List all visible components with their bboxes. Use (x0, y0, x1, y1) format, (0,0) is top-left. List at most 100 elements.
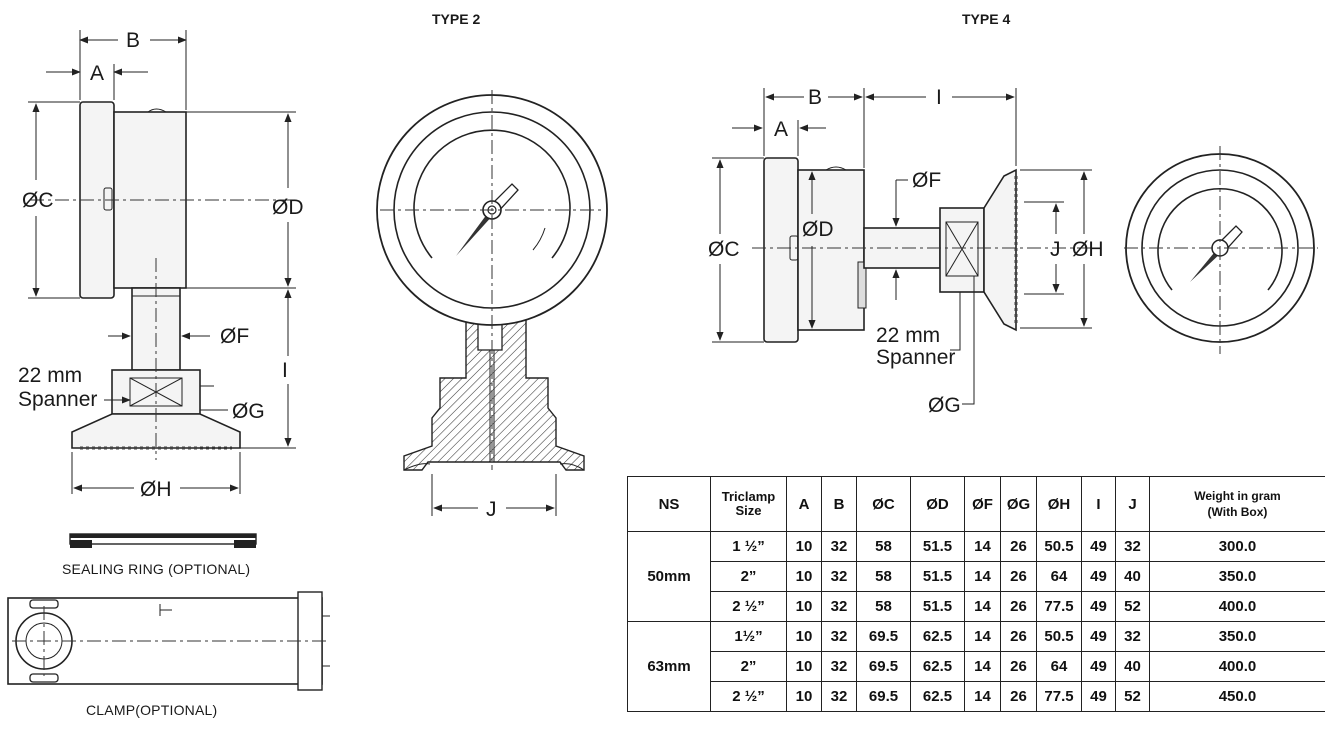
f-cell: 14 (964, 531, 1001, 562)
size-cell: 2 ½” (710, 681, 787, 712)
weight-cell: 350.0 (1149, 621, 1325, 652)
f-cell: 14 (964, 651, 1001, 682)
c-cell: 69.5 (856, 681, 911, 712)
g-cell: 26 (1000, 561, 1037, 592)
sealing-ring-caption: SEALING RING (OPTIONAL) (62, 561, 250, 577)
type2-dim-j-label: J (486, 498, 497, 521)
type4-heading: TYPE 4 (962, 11, 1010, 27)
type4-dim-d-label: ØD (802, 218, 834, 241)
type4-dim-i-label: I (936, 86, 942, 109)
type4-case (797, 169, 865, 331)
j-cell: 32 (1115, 621, 1150, 652)
g-cell: 26 (1000, 591, 1037, 622)
weight-cell: 400.0 (1149, 651, 1325, 682)
header-weight: Weight in gram (With Box) (1149, 476, 1325, 532)
weight-cell: 450.0 (1149, 681, 1325, 712)
i-cell: 49 (1081, 561, 1116, 592)
table-row: 63mm 1½” 10 32 69.5 62.5 14 26 50.5 49 3… (627, 621, 1325, 712)
dim-f-label: ØF (220, 325, 249, 348)
sealing-ring-drawing (69, 533, 257, 548)
j-cell: 52 (1115, 591, 1150, 622)
j-cell: 52 (1115, 681, 1150, 712)
type4-flange (983, 168, 1017, 332)
f-cell: 14 (964, 561, 1001, 592)
i-cell: 49 (1081, 591, 1116, 622)
i-cell: 49 (1081, 681, 1116, 712)
header-ns: NS (627, 476, 711, 532)
header-h: ØH (1036, 476, 1082, 532)
size-cell: 1 ½” (710, 531, 787, 562)
clamp-drawing (7, 591, 330, 691)
i-cell: 49 (1081, 531, 1116, 562)
dim-h-label: ØH (140, 478, 172, 501)
type4-side-view: B A I ØC ØD ØF J (708, 86, 1104, 417)
c-cell: 58 (856, 531, 911, 562)
header-i: I (1081, 476, 1116, 532)
type4-spanner-hex (939, 207, 985, 293)
clamp-caption: CLAMP(OPTIONAL) (86, 702, 217, 718)
g-cell: 26 (1000, 621, 1037, 652)
c-cell: 58 (856, 591, 911, 622)
dim-a-label: A (90, 62, 104, 85)
type4-dim-a-label: A (774, 118, 788, 141)
b-cell: 32 (821, 681, 857, 712)
weight-cell: 400.0 (1149, 591, 1325, 622)
d-cell: 62.5 (910, 621, 965, 652)
a-cell: 10 (786, 621, 822, 652)
a-cell: 10 (786, 591, 822, 622)
header-weight-line2: (With Box) (1207, 505, 1268, 519)
header-a: A (786, 476, 822, 532)
spanner-label-line1: 22 mm (18, 364, 82, 387)
type4-spanner-line2: Spanner (876, 346, 955, 369)
spec-table: NS Triclamp Size A B ØC ØD ØF ØG ØH I J … (627, 476, 1325, 712)
type4-bezel (763, 157, 799, 343)
d-cell: 62.5 (910, 651, 965, 682)
j-cell: 32 (1115, 531, 1150, 562)
i-cell: 49 (1081, 621, 1116, 652)
d-cell: 51.5 (910, 561, 965, 592)
b-cell: 32 (821, 651, 857, 682)
size-cell: 1½” (710, 621, 787, 652)
type4-dim-f-label: ØF (912, 169, 941, 192)
h-cell: 77.5 (1036, 591, 1082, 622)
weight-cell: 300.0 (1149, 531, 1325, 562)
type4-dim-j-label: J (1050, 238, 1061, 261)
type4-dim-b-label: B (808, 86, 822, 109)
header-j: J (1115, 476, 1150, 532)
b-cell: 32 (821, 591, 857, 622)
i-cell: 49 (1081, 651, 1116, 682)
a-cell: 10 (786, 651, 822, 682)
spanner-label-line2: Spanner (18, 388, 97, 411)
g-cell: 26 (1000, 531, 1037, 562)
d-cell: 51.5 (910, 591, 965, 622)
header-weight-line1: Weight in gram (1194, 489, 1281, 503)
dim-d-label: ØD (272, 196, 304, 219)
c-cell: 69.5 (856, 621, 911, 652)
a-cell: 10 (786, 531, 822, 562)
type4-front-view (1124, 146, 1318, 354)
c-cell: 58 (856, 561, 911, 592)
h-cell: 64 (1036, 561, 1082, 592)
table-header-row: NS Triclamp Size A B ØC ØD ØF ØG ØH I J … (627, 476, 1325, 532)
header-triclamp-line1: Triclamp (721, 489, 776, 504)
h-cell: 50.5 (1036, 621, 1082, 652)
table-row: 50mm 1 ½” 10 32 58 51.5 14 26 50.5 49 32… (627, 531, 1325, 622)
h-cell: 77.5 (1036, 681, 1082, 712)
table-row: 2” 10 32 69.5 62.5 14 26 64 49 40 400.0 (628, 651, 1325, 682)
dim-c-label: ØC (22, 189, 54, 212)
dim-i-label: I (282, 359, 288, 382)
header-triclamp: Triclamp Size (710, 476, 787, 532)
b-cell: 32 (821, 561, 857, 592)
a-cell: 10 (786, 561, 822, 592)
type4-spanner-line1: 22 mm (876, 324, 940, 347)
h-cell: 50.5 (1036, 531, 1082, 562)
dim-b-label: B (126, 29, 140, 52)
b-cell: 32 (821, 621, 857, 652)
side-view-left: B A ØC ØD I ØF ØG 22 mm Spanner (18, 29, 304, 501)
type2-front-view: J (376, 90, 608, 521)
size-cell: 2 ½” (710, 591, 787, 622)
size-cell: 2” (710, 651, 787, 682)
h-cell: 64 (1036, 651, 1082, 682)
g-cell: 26 (1000, 651, 1037, 682)
size-cell: 2” (710, 561, 787, 592)
